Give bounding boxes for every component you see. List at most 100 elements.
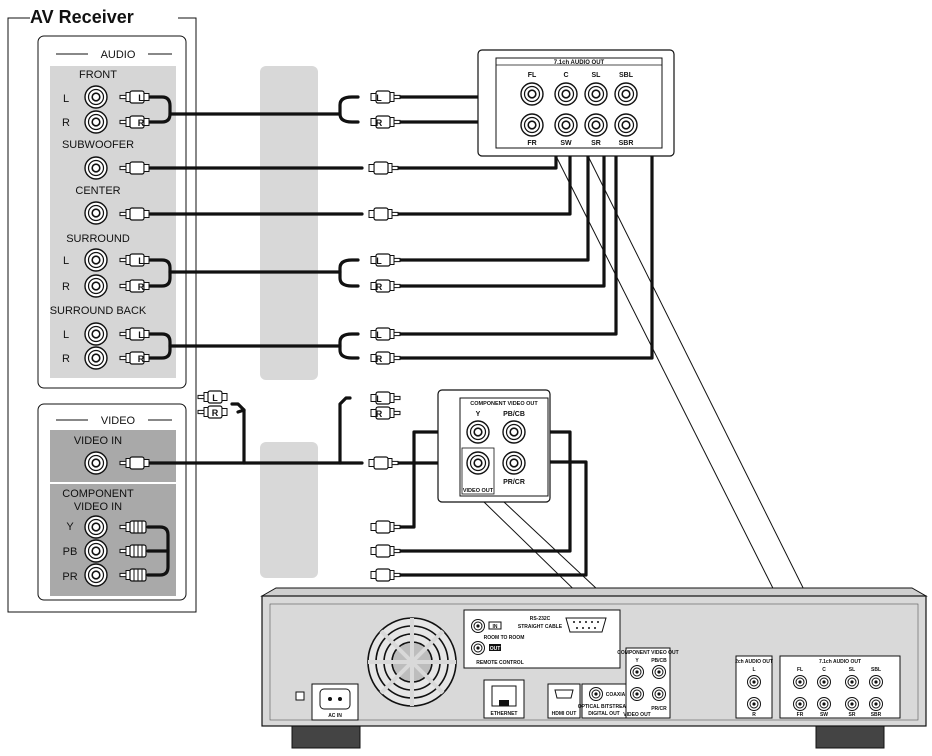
- audio-section-label: AUDIO: [101, 49, 136, 61]
- p-sw-label: SW: [820, 712, 828, 718]
- out-fr-jack[interactable]: [520, 113, 544, 137]
- hdmi-port[interactable]: [554, 689, 574, 699]
- surround-back-l-jack[interactable]: [84, 322, 108, 346]
- front-r-jack[interactable]: [84, 110, 108, 134]
- comp-out-video-label: VIDEO OUT: [463, 488, 494, 494]
- subwoofer-jack[interactable]: [84, 156, 108, 180]
- room-to-room-label: ROOM TO ROOM: [484, 635, 525, 641]
- src-spare-l-plug-mark: L: [376, 394, 382, 404]
- two-ch-l-jack[interactable]: [747, 675, 761, 689]
- out-sl-jack[interactable]: [584, 82, 608, 106]
- p-sbr-label: SBR: [871, 712, 882, 718]
- out-sr-label: SR: [591, 140, 601, 147]
- straight-cable-label: STRAIGHT CABLE: [518, 624, 563, 630]
- p-fr-label: FR: [797, 712, 804, 718]
- out-fl-jack[interactable]: [520, 82, 544, 106]
- out-sw-jack[interactable]: [554, 113, 578, 137]
- video-branch-left: [230, 402, 246, 465]
- component-pr-label: PR: [62, 571, 77, 583]
- surround-l-plug-mark: L: [138, 256, 144, 266]
- comp-out-pr-label: PR/CR: [503, 479, 525, 486]
- room-in-label: IN: [493, 624, 498, 630]
- hdmi-out-label: HDMI OUT: [552, 711, 577, 717]
- player-comp-pr-jack[interactable]: [652, 687, 666, 701]
- spare-l-plug-mark: L: [212, 393, 218, 403]
- out-sbr-jack[interactable]: [614, 113, 638, 137]
- component-pb-jack[interactable]: [84, 539, 108, 563]
- source-plugs: [368, 90, 401, 582]
- component-pr-jack[interactable]: [84, 563, 108, 587]
- two-ch-label: 2ch AUDIO OUT: [735, 659, 773, 665]
- room-out-label: OUT: [490, 646, 501, 652]
- component-y-label: Y: [66, 521, 74, 533]
- player-video-jack[interactable]: [630, 687, 644, 701]
- coaxial-label: COAXIAL: [606, 692, 629, 698]
- component-in-panel: [50, 484, 176, 596]
- surround-back-l-label: L: [63, 329, 69, 341]
- p-c-label: C: [822, 667, 826, 673]
- comp-out-pb-jack[interactable]: [502, 420, 526, 444]
- p-sl-jack[interactable]: [845, 675, 859, 689]
- video-cable-bar: [260, 442, 318, 578]
- p-sr-label: SR: [849, 712, 856, 718]
- p-sw-jack[interactable]: [817, 697, 831, 711]
- out-sbr-label: SBR: [619, 140, 634, 147]
- surround-back-r-jack[interactable]: [84, 346, 108, 370]
- video-branch-right: [338, 396, 352, 465]
- sr-run: [398, 126, 606, 288]
- front-r-cable: [146, 112, 360, 124]
- surround-l-cable: [146, 258, 360, 274]
- video-in-panel: [50, 430, 176, 482]
- comp-out-video-jack[interactable]: [466, 451, 490, 475]
- player-comp-y-label: Y: [635, 658, 639, 664]
- component-pb-label: PB: [63, 546, 78, 558]
- p-fr-jack[interactable]: [793, 697, 807, 711]
- video-in-jack[interactable]: [84, 451, 108, 475]
- player-video-out-label: VIDEO OUT: [623, 712, 651, 718]
- remote-control-label: REMOTE CONTROL: [476, 660, 524, 666]
- out-sbl-jack[interactable]: [614, 82, 638, 106]
- rs232c-port[interactable]: [565, 617, 607, 633]
- front-l-jack[interactable]: [84, 85, 108, 109]
- src-sr-plug-mark: R: [376, 282, 383, 292]
- room-out-jack[interactable]: [471, 641, 485, 655]
- p-sl-label: SL: [849, 667, 855, 673]
- comp-out-pb-label: PB/CB: [503, 411, 525, 418]
- room-in-jack[interactable]: [471, 619, 485, 633]
- player-comp-y-jack[interactable]: [630, 665, 644, 679]
- out-sl-label: SL: [592, 72, 602, 79]
- front-label: FRONT: [79, 69, 117, 81]
- front-r-plug-mark: R: [138, 118, 145, 128]
- surround-back-l-plug-mark: L: [138, 330, 144, 340]
- component-in-label-2: VIDEO IN: [74, 501, 122, 513]
- src-fr-plug-mark: R: [376, 118, 383, 128]
- p-fl-jack[interactable]: [793, 675, 807, 689]
- two-ch-r-label: R: [752, 712, 756, 718]
- p-sbl-jack[interactable]: [869, 675, 883, 689]
- component-y-jack[interactable]: [84, 515, 108, 539]
- audio-panel: [50, 66, 176, 378]
- out-c-label: C: [563, 72, 568, 79]
- p-sr-jack[interactable]: [845, 697, 859, 711]
- fan-grille: [367, 617, 457, 707]
- two-ch-r-jack[interactable]: [747, 697, 761, 711]
- p-c-jack[interactable]: [817, 675, 831, 689]
- component-in-label-1: COMPONENT: [62, 488, 134, 500]
- comp-out-y-jack[interactable]: [466, 420, 490, 444]
- out-sr-jack[interactable]: [584, 113, 608, 137]
- comp-out-pr-jack[interactable]: [502, 451, 526, 475]
- coaxial-jack[interactable]: [589, 687, 603, 701]
- out-c-jack[interactable]: [554, 82, 578, 106]
- player-comp-pr-label: PR/CR: [651, 706, 667, 712]
- surround-back-label: SURROUND BACK: [50, 305, 147, 317]
- comp-out-y-label: Y: [476, 411, 481, 418]
- out-sbl-label: SBL: [619, 72, 634, 79]
- player-component-label: COMPONENT VIDEO OUT: [617, 650, 678, 656]
- p-sbr-jack[interactable]: [869, 697, 883, 711]
- player-comp-pb-jack[interactable]: [652, 665, 666, 679]
- src-sbl-plug-mark: L: [376, 330, 382, 340]
- surround-l-jack[interactable]: [84, 248, 108, 272]
- center-jack[interactable]: [84, 201, 108, 225]
- surround-r-jack[interactable]: [84, 274, 108, 298]
- surround-r-cable: [146, 270, 360, 288]
